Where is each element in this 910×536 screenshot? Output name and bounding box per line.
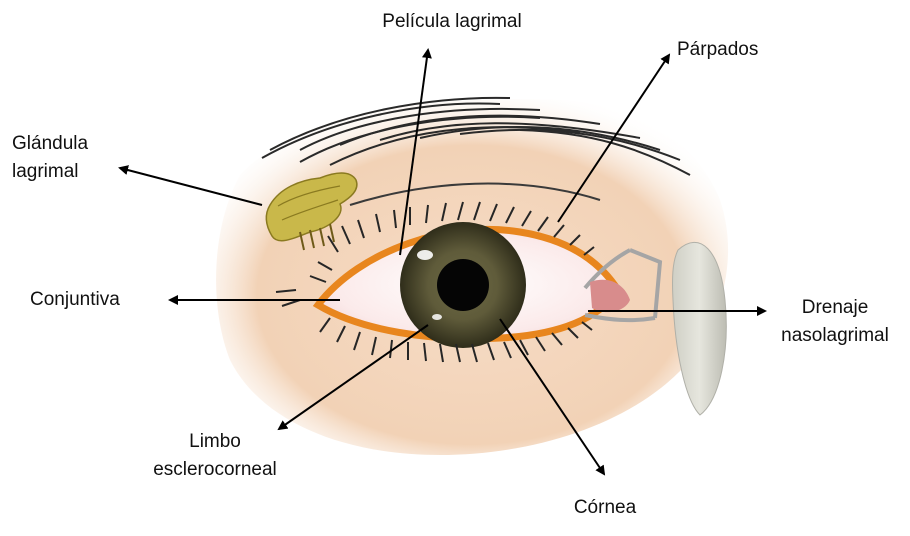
label-conjuntiva: Conjuntiva [30, 286, 170, 314]
label-drenaje-nasolagrimal: Drenaje nasolagrimal [755, 294, 910, 350]
label-parpados: Párpados [677, 36, 807, 64]
label-cornea: Córnea [560, 494, 650, 522]
iris-highlight-small [432, 314, 442, 320]
label-glandula-lagrimal: Glándula lagrimal [12, 130, 152, 186]
pupil [437, 259, 489, 311]
iris-highlight [417, 250, 433, 260]
label-limbo-esclerocorneal: Limbo esclerocorneal [120, 428, 310, 484]
label-pelicula-lagrimal: Película lagrimal [347, 8, 557, 36]
